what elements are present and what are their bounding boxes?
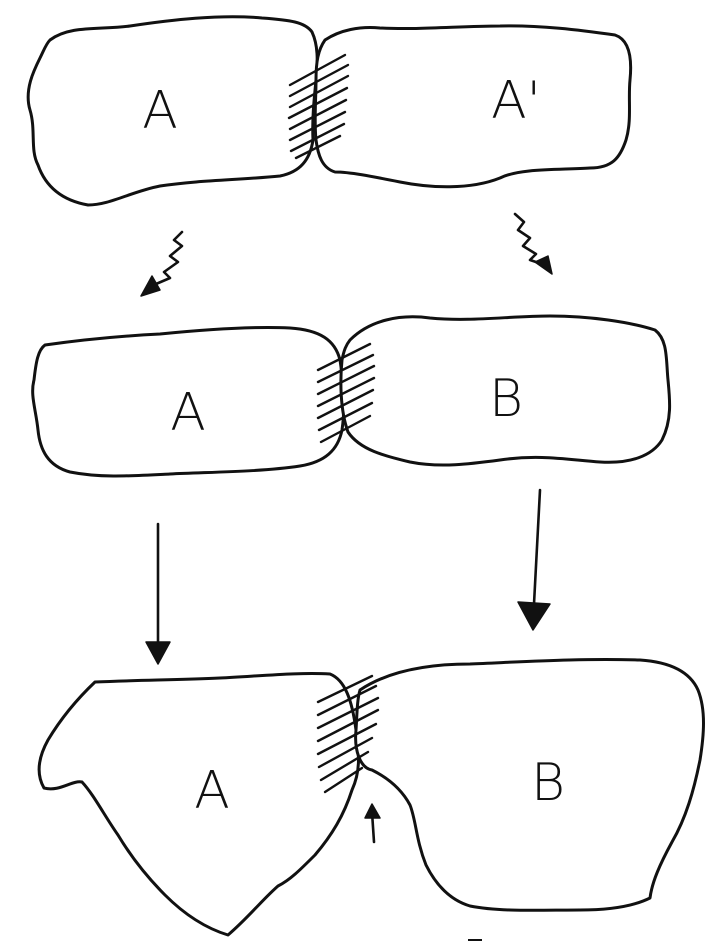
row-1: A A' [28,17,630,205]
row2-right-label: B [489,369,523,429]
row2-left-label: A [170,383,206,443]
row1-right-cell [315,26,631,187]
contact-pointer-arrow [365,804,380,842]
wavy-arrow-right [515,214,552,274]
row3-left-label: A [194,761,230,821]
row1-right-label: A' [491,71,541,131]
row3-right-cell [356,659,704,910]
row3-right-label: B [531,753,565,813]
straight-arrow-right [518,490,550,630]
row1-left-label: A [142,81,178,141]
row-3: A B [39,659,703,935]
straight-arrow-left [146,524,170,664]
row-2: A B [33,316,670,476]
wavy-arrow-left [141,232,182,296]
